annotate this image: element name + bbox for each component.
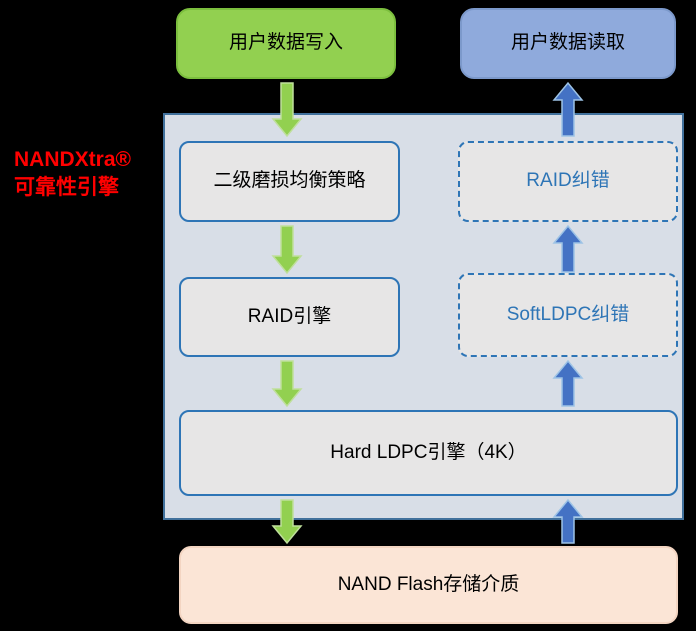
node-raid-ecc: RAID纠错	[458, 141, 678, 222]
node-nand-flash: NAND Flash存储介质	[179, 546, 678, 624]
raid-ecc-label: RAID纠错	[526, 170, 610, 192]
node-raid-engine: RAID引擎	[179, 277, 400, 357]
raid-engine-label: RAID引擎	[247, 305, 332, 327]
engine-title-line2: 可靠性引擎	[14, 176, 119, 199]
engine-title-line1: NANDXtra®	[14, 148, 131, 171]
soft-ldpc-label: SoftLDPC纠错	[506, 303, 630, 325]
engine-title: NANDXtra® 可靠性引擎	[14, 146, 131, 202]
wear-leveling-label: 二级磨损均衡策略	[213, 170, 366, 192]
hard-ldpc-label: Hard LDPC引擎（4K）	[330, 441, 527, 463]
node-user-data-write: 用户数据写入	[176, 8, 396, 79]
node-user-data-read: 用户数据读取	[460, 8, 676, 79]
nand-flash-label: NAND Flash存储介质	[337, 573, 520, 595]
user-data-write-label: 用户数据写入	[228, 32, 343, 54]
user-data-read-label: 用户数据读取	[510, 32, 625, 54]
node-wear-leveling: 二级磨损均衡策略	[179, 141, 400, 222]
node-hard-ldpc: Hard LDPC引擎（4K）	[179, 410, 678, 496]
node-soft-ldpc: SoftLDPC纠错	[458, 273, 678, 357]
